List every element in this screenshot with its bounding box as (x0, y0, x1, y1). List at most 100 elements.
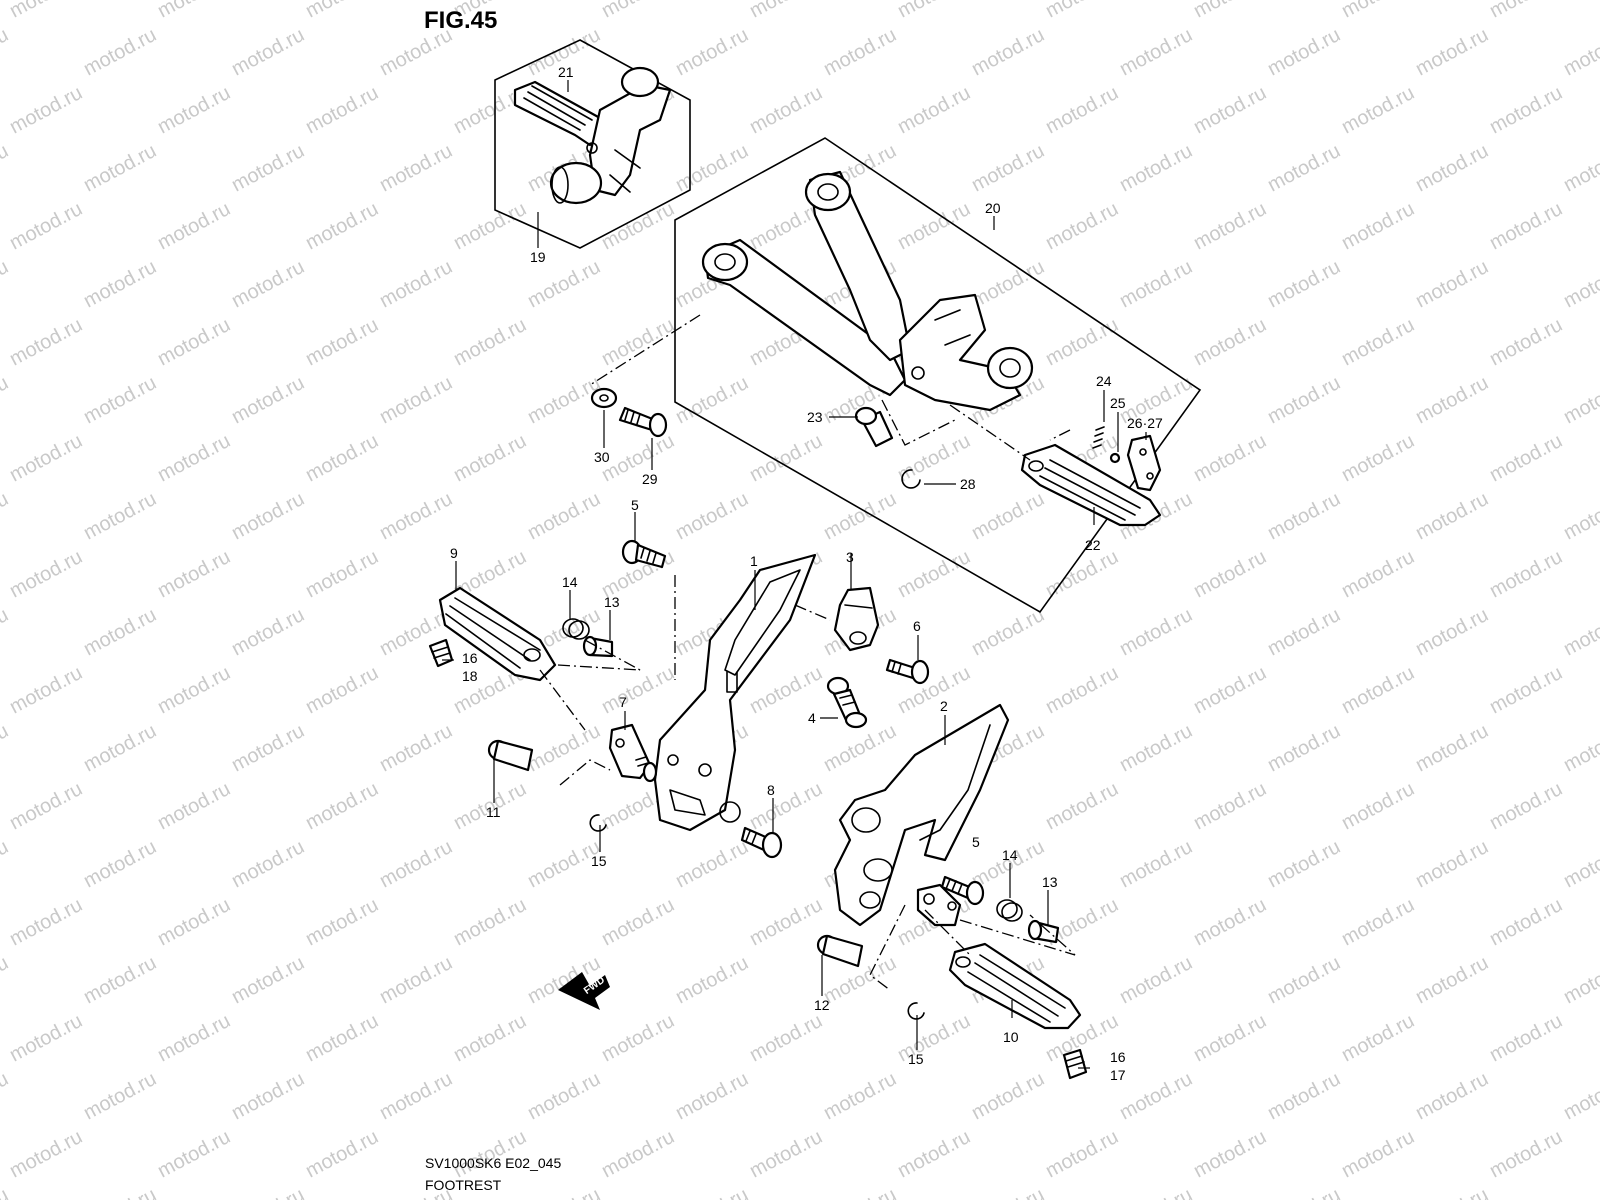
washer-30 (590, 387, 618, 409)
watermark-text: motod.ru (450, 894, 530, 950)
watermark-text: motod.ru (894, 198, 974, 254)
watermark-text: motod.ru (1412, 836, 1492, 892)
callout-4: 4 (808, 710, 816, 726)
assembly-line-right-a (869, 904, 906, 991)
watermark-text: motod.ru (1264, 836, 1344, 892)
watermark-text: motod.ru (80, 372, 160, 428)
watermark-text: motod.ru (1412, 140, 1492, 196)
watermark-text: motod.ru (1338, 894, 1418, 950)
watermark-text: motod.ru (746, 778, 826, 834)
passenger-footpeg-22 (1020, 443, 1162, 527)
watermark-text: motod.ru (1042, 1126, 1122, 1182)
callout-14-left: 14 (562, 574, 578, 590)
bolt-4 (826, 676, 868, 729)
watermark-text: motod.ru (524, 488, 604, 544)
watermark-text: motod.ru (376, 140, 456, 196)
watermark-text: motod.ru (0, 140, 12, 196)
callout-12: 12 (814, 997, 830, 1013)
watermark-text: motod.ru (154, 0, 234, 22)
callout-13-right: 13 (1042, 874, 1058, 890)
watermark-text: motod.ru (1338, 546, 1418, 602)
watermark-text: motod.ru (154, 430, 234, 486)
e-ring-15-left (589, 814, 607, 832)
e-ring-15-right (907, 1002, 925, 1020)
watermark-text: motod.ru (820, 488, 900, 544)
callout-leaders (442, 80, 1147, 1069)
watermark-text: motod.ru (1560, 24, 1600, 80)
watermark-text: motod.ru (1338, 1126, 1418, 1182)
watermark-text: motod.ru (228, 488, 308, 544)
watermark-text: motod.ru (1116, 256, 1196, 312)
watermark-text: motod.ru (1560, 488, 1600, 544)
bolt-6 (885, 658, 930, 685)
watermark-text: motod.ru (746, 82, 826, 138)
watermark-text: motod.ru (1190, 82, 1270, 138)
watermark-text: motod.ru (1412, 24, 1492, 80)
watermark-text: motod.ru (1412, 952, 1492, 1008)
watermark-text: motod.ru (1264, 372, 1344, 428)
spring-24 (1092, 426, 1105, 449)
watermark-text: motod.ru (524, 720, 604, 776)
watermark-text: motod.ru (672, 836, 752, 892)
callout-9: 9 (450, 545, 458, 561)
watermark-text: motod.ru (672, 1068, 752, 1124)
watermark-text: motod.ru (1042, 662, 1122, 718)
callout-18: 18 (462, 668, 478, 684)
watermark-text: motod.ru (746, 430, 826, 486)
watermark-text: motod.ru (1486, 546, 1566, 602)
watermark-text: motod.ru (746, 894, 826, 950)
watermark-text: motod.ru (598, 314, 678, 370)
watermark-text: motod.ru (80, 952, 160, 1008)
watermark-text: motod.ru (1412, 372, 1492, 428)
callout-15-left: 15 (591, 853, 607, 869)
watermark-text: motod.ru (820, 720, 900, 776)
watermark-text: motod.ru (80, 488, 160, 544)
watermark-text: motod.ru (1412, 256, 1492, 312)
pin-23 (854, 406, 894, 448)
watermark-text: motod.ru (1190, 778, 1270, 834)
watermark-text: motod.ru (80, 720, 160, 776)
watermark-text: motod.ru (1116, 952, 1196, 1008)
watermark-text: motod.ru (1486, 778, 1566, 834)
callout-28: 28 (960, 476, 976, 492)
watermark-text: motod.ru (524, 1068, 604, 1124)
watermark-text: motod.ru (1486, 1010, 1566, 1066)
watermark-text: motod.ru (302, 82, 382, 138)
watermark-text: motod.ru (1190, 1010, 1270, 1066)
watermark-text: motod.ru (672, 488, 752, 544)
plate-26-27 (1126, 434, 1162, 492)
assembly-line-left-c (557, 639, 641, 671)
watermark-text: motod.ru (1486, 82, 1566, 138)
watermark-text: motod.ru (302, 0, 382, 22)
watermark-text: motod.ru (1116, 604, 1196, 660)
assembly-line-left-b (539, 669, 586, 731)
callout-29: 29 (642, 471, 658, 487)
watermark-text: motod.ru (1116, 720, 1196, 776)
watermark-text: motod.ru (1264, 604, 1344, 660)
watermark-text: motod.ru (968, 140, 1048, 196)
watermark-text: motod.ru (0, 952, 12, 1008)
callout-22: 22 (1085, 537, 1101, 553)
watermark-text: motod.ru (376, 488, 456, 544)
watermark-text: motod.ru (1412, 720, 1492, 776)
callout-24: 24 (1096, 373, 1112, 389)
watermark-text: motod.ru (154, 1010, 234, 1066)
watermark-text: motod.ru (228, 836, 308, 892)
callout-8: 8 (767, 782, 775, 798)
watermark-text: motod.ru (376, 372, 456, 428)
assembly-line-20d (1049, 429, 1071, 441)
watermark-text: motod.ru (1486, 1126, 1566, 1182)
callout-6: 6 (913, 618, 921, 634)
figure-caption: FOOTREST (425, 1177, 502, 1193)
watermark-text: motod.ru (1190, 894, 1270, 950)
bolt-5-upper (621, 539, 667, 569)
watermark-text: motod.ru (6, 82, 86, 138)
watermark-text: motod.ru (968, 488, 1048, 544)
watermark-text: motod.ru (1560, 256, 1600, 312)
watermark-text: motod.ru (228, 372, 308, 428)
callout-3: 3 (846, 549, 854, 565)
rider-footpeg-10 (948, 942, 1082, 1030)
watermark-text: motod.ru (1264, 1184, 1344, 1200)
footrest-bracket-20 (701, 170, 1034, 412)
watermark-text: motod.ru (1486, 430, 1566, 486)
